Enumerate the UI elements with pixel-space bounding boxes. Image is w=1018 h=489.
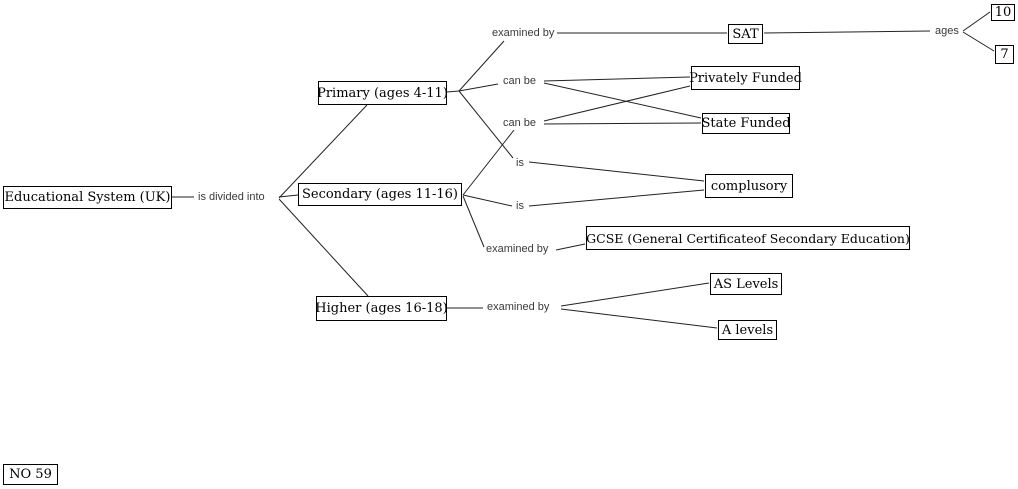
edge-is-divided-into-to-secondary xyxy=(278,194,299,198)
edge-can-be-1-to-privately-funded xyxy=(543,76,691,82)
link-label-examined-by-1[interactable]: examined by xyxy=(491,27,556,40)
concept-node-sat[interactable]: SAT xyxy=(728,24,763,44)
edge-sat-to-ages xyxy=(763,30,931,34)
link-label-is-divided-into[interactable]: is divided into xyxy=(197,191,266,204)
concept-node-complusory[interactable]: complusory xyxy=(705,174,793,198)
edge-can-be-2-to-privately-funded xyxy=(543,85,691,122)
concept-node-root[interactable]: Educational System (UK) xyxy=(3,186,172,209)
edge-examined-by-2-to-gcse xyxy=(555,243,586,251)
concept-node-higher[interactable]: Higher (ages 16-18) xyxy=(315,296,448,321)
link-label-ages[interactable]: ages xyxy=(934,25,960,38)
edge-examined-by-3-to-a-levels xyxy=(560,308,718,329)
concept-node-privately-funded[interactable]: Privately Funded xyxy=(689,66,802,90)
edge-is-2-to-complusory xyxy=(528,189,705,207)
edge-can-be-2-to-state-funded xyxy=(543,122,702,125)
edge-secondary-to-examined-by-2 xyxy=(462,195,485,248)
edge-ages-to-age-10 xyxy=(962,11,991,32)
link-label-is-2[interactable]: is xyxy=(515,200,525,213)
link-label-can-be-2[interactable]: can be xyxy=(502,117,538,130)
link-label-can-be-1[interactable]: can be xyxy=(502,75,538,88)
concept-node-secondary[interactable]: Secondary (ages 11-16) xyxy=(298,183,462,206)
edge-secondary-to-can-be-2 xyxy=(462,129,515,196)
edge-secondary-to-is-2 xyxy=(462,194,513,207)
edge-examined-by-3-to-as-levels xyxy=(560,282,710,307)
concept-node-age-7[interactable]: 7 xyxy=(995,45,1014,64)
edge-primary-to-primary-branch xyxy=(446,90,460,93)
concept-node-state-funded[interactable]: State Funded xyxy=(701,113,791,134)
edge-primary-to-examined-by-1 xyxy=(458,40,505,92)
concept-node-gcse[interactable]: GCSE (General Certificateof Secondary Ed… xyxy=(586,226,910,250)
edge-is-divided-into-to-higher xyxy=(278,198,369,297)
edge-ages-to-age-7 xyxy=(962,31,995,52)
edge-is-1-to-complusory xyxy=(528,161,705,182)
link-label-is-1[interactable]: is xyxy=(515,157,525,170)
edge-can-be-1-to-state-funded xyxy=(543,82,702,119)
concept-node-primary[interactable]: Primary (ages 4-11) xyxy=(317,81,448,105)
concept-node-age-10[interactable]: 10 xyxy=(991,4,1015,21)
concept-node-a-levels[interactable]: A levels xyxy=(718,320,777,340)
concept-node-as-levels[interactable]: AS Levels xyxy=(710,273,782,295)
edge-is-divided-into-to-primary xyxy=(278,104,368,199)
link-label-examined-by-3[interactable]: examined by xyxy=(486,301,551,314)
edge-primary-to-can-be-1 xyxy=(458,83,499,92)
concept-node-no-59[interactable]: NO 59 xyxy=(3,464,58,485)
edge-primary-to-is-1 xyxy=(458,90,514,159)
link-label-examined-by-2[interactable]: examined by xyxy=(485,243,550,256)
